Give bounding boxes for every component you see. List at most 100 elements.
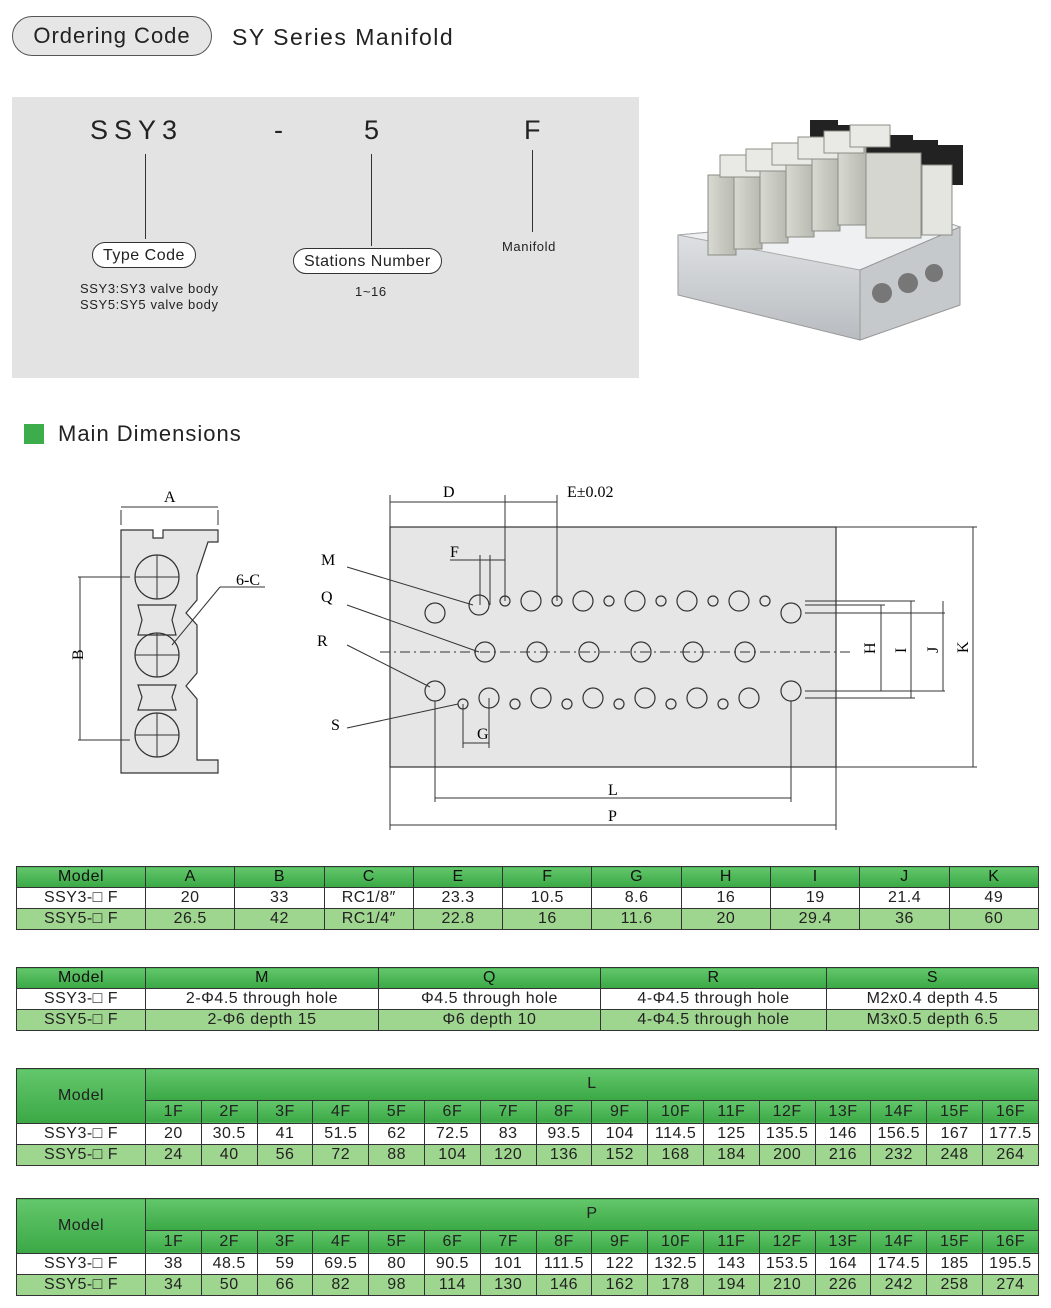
table-cell: 264 (981, 1144, 1039, 1166)
station-header-cell: 4F (312, 1099, 370, 1125)
table-cell: 59 (256, 1253, 314, 1275)
dim-label-a: A (164, 489, 176, 506)
dim-label-c: 6-C (236, 572, 260, 589)
section-marker (24, 424, 44, 444)
table-header-cell: Model (16, 967, 146, 989)
table-cell: 104 (423, 1144, 481, 1166)
table-header-cell: F (502, 866, 593, 888)
table-cell: 195.5 (981, 1253, 1039, 1275)
manifold-product-image (677, 120, 963, 341)
dimensions-table-1: Model A B C E F G H I J K SSY3-□ F 20 33… (16, 866, 1039, 930)
table-cell: 34 (145, 1274, 202, 1296)
table-cell: 16 (502, 908, 593, 930)
table-cell: 122 (591, 1253, 649, 1275)
table-cell: 51.5 (312, 1123, 370, 1145)
table-cell: 210 (758, 1274, 816, 1296)
table-cell: 90.5 (423, 1253, 481, 1275)
callout-s: S (331, 717, 340, 734)
table-cell: 101 (479, 1253, 537, 1275)
table-cell: 69.5 (312, 1253, 370, 1275)
table-cell: 20 (145, 1123, 202, 1145)
table-group-header: L (145, 1068, 1039, 1101)
station-header-cell: 11F (702, 1099, 760, 1125)
callout-r: R (317, 633, 328, 650)
stations-range: 1~16 (355, 284, 387, 299)
table-header-cell: Model (16, 1068, 146, 1124)
table-cell: 156.5 (870, 1123, 928, 1145)
station-header-cell: 16F (981, 1229, 1039, 1255)
station-header-cell: 12F (758, 1099, 816, 1125)
table-cell: 242 (870, 1274, 928, 1296)
section-title: Main Dimensions (58, 421, 242, 446)
station-header-cell: 2F (200, 1229, 258, 1255)
ordering-code-panel: SSY3 - 5 F Type Code SSY3:SY3 valve body… (12, 97, 639, 378)
stations-number-label: Stations Number (293, 248, 442, 274)
table-cell: 130 (479, 1274, 537, 1296)
station-header-cell: 12F (758, 1229, 816, 1255)
table-cell: 125 (702, 1123, 760, 1145)
station-header-cell: 2F (200, 1099, 258, 1125)
table-cell: 30.5 (200, 1123, 258, 1145)
dim-label-e: E±0.02 (567, 484, 614, 501)
table-cell: 2-Φ6 depth 15 (145, 1009, 379, 1031)
table-row: SSY5-□ F 2-Φ6 depth 15 Φ6 depth 10 4-Φ4.… (16, 1009, 1039, 1031)
table-header-cell: A (144, 866, 236, 888)
table-cell: Φ4.5 through hole (378, 988, 601, 1010)
table-cell: 143 (702, 1253, 760, 1275)
station-header-cell: 13F (814, 1229, 872, 1255)
table-header-cell: H (680, 866, 772, 888)
table-cell: 62 (368, 1123, 425, 1145)
table-cell: M2x0.4 depth 4.5 (826, 988, 1039, 1010)
table-cell: 258 (926, 1274, 983, 1296)
table-cell: 50 (200, 1274, 258, 1296)
table-header-row: Model A B C E F G H I J K (16, 866, 1039, 888)
station-header-cell: 1F (145, 1229, 202, 1255)
page-title: SY Series Manifold (232, 24, 455, 50)
table-cell: 104 (591, 1123, 649, 1145)
table-cell: 98 (368, 1274, 425, 1296)
dim-label-k: K (955, 641, 972, 653)
dim-label-d: D (443, 484, 455, 501)
table-cell: 88 (368, 1144, 425, 1166)
station-header-cell: 7F (479, 1229, 537, 1255)
station-header-cell: 10F (647, 1099, 704, 1125)
table-cell: 72 (312, 1144, 370, 1166)
table-cell: 56 (256, 1144, 314, 1166)
table-cell: 38 (145, 1253, 202, 1275)
table-cell: 93.5 (535, 1123, 593, 1145)
code-manifold: F (524, 115, 547, 145)
table-cell: 114 (423, 1274, 481, 1296)
table-cell: 83 (479, 1123, 537, 1145)
dim-label-b: B (70, 649, 87, 660)
station-header-cell: 9F (591, 1099, 649, 1125)
table-cell: 20 (680, 908, 772, 930)
station-header-cell: 6F (423, 1099, 481, 1125)
table-cell: 177.5 (981, 1123, 1039, 1145)
table-header-row: Model L (16, 1068, 1039, 1124)
table-cell: 20 (144, 887, 236, 909)
table-header-row: Model P (16, 1198, 1039, 1254)
table-cell: RC1/4″ (323, 908, 414, 930)
table-header-cell: S (826, 967, 1039, 989)
table-header-cell: C (323, 866, 414, 888)
table-cell: 136 (535, 1144, 593, 1166)
table-cell: 232 (870, 1144, 928, 1166)
table-cell: SSY3-□ F (16, 887, 146, 909)
table-cell: M3x0.5 depth 6.5 (826, 1009, 1039, 1031)
table-header-cell: G (591, 866, 682, 888)
table-cell: 23.3 (412, 887, 504, 909)
table-cell: 194 (702, 1274, 760, 1296)
table-header-cell: M (145, 967, 379, 989)
table-header-cell: I (770, 866, 861, 888)
table-cell: SSY5-□ F (16, 1009, 146, 1031)
table-cell: 60 (948, 908, 1039, 930)
table-cell: SSY3-□ F (16, 1123, 146, 1145)
station-header-cell: 8F (535, 1099, 593, 1125)
table-header-cell: Q (378, 967, 601, 989)
table-cell: RC1/8″ (323, 887, 414, 909)
table-cell: 72.5 (423, 1123, 481, 1145)
